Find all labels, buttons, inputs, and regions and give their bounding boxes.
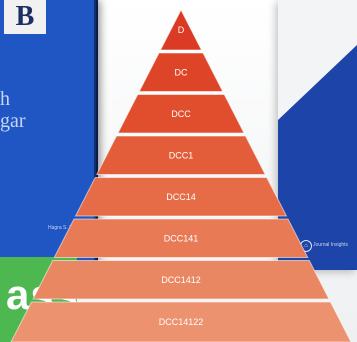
- pyramid-tier-label: DC: [175, 67, 188, 77]
- book-logo: B: [4, 0, 46, 34]
- pyramid-tier: [95, 135, 267, 175]
- book-author: Hagra S. 2001: [48, 225, 81, 231]
- publisher-name: Journal Insights: [313, 242, 349, 248]
- pyramid-tier-label: DCC: [171, 109, 191, 119]
- right-book-cover: ⌂ Journal Insights: [278, 0, 357, 270]
- pyramid-tier: [32, 260, 330, 300]
- pyramid-tier: [138, 52, 224, 92]
- left-book-cover: B h gar Hagra S. 2001: [0, 0, 98, 262]
- cover-graphic: [278, 45, 357, 270]
- pyramid-tier: [74, 177, 288, 217]
- book-title: h gar: [0, 88, 26, 132]
- pyramid-tier-label: DCC1: [169, 150, 194, 160]
- pyramid-tier: [10, 301, 352, 342]
- pyramid-tier: [53, 218, 309, 258]
- book-spine-shadow: [94, 0, 96, 262]
- pyramid-tier: [159, 8, 203, 51]
- cover-blue-shape: [278, 45, 357, 270]
- pyramid-tier-label: DCC14122: [159, 317, 204, 327]
- pyramid-tier: [117, 94, 245, 134]
- pyramid-tier-label: DCC14: [166, 192, 196, 202]
- pyramid-tier-label: DCC141: [164, 233, 199, 243]
- pyramid-tier-label: D: [178, 25, 185, 35]
- pyramid-tier-label: DCC1412: [161, 275, 201, 285]
